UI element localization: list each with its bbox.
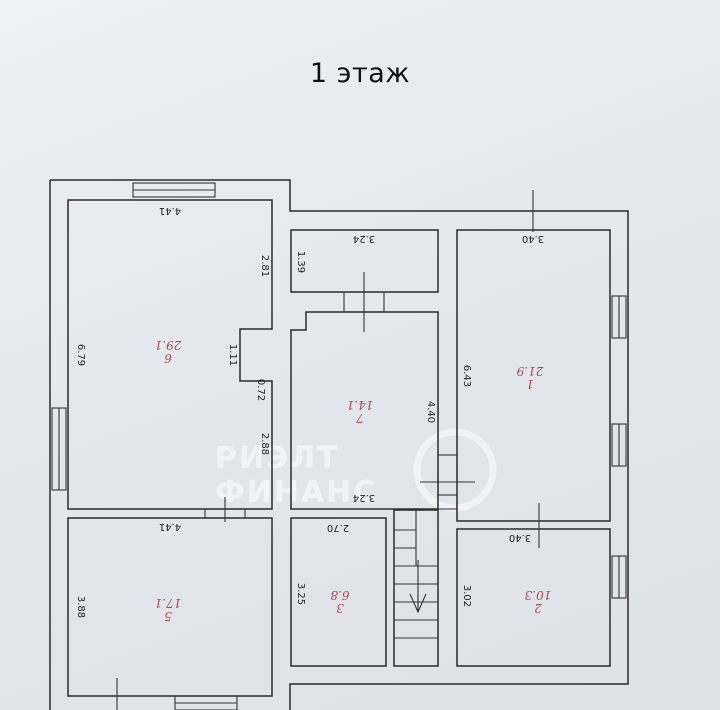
dim-r6-notch-depth: 1.11	[227, 344, 238, 366]
room-1-label: 1 21.9	[516, 364, 544, 391]
dim-small-depth: 1.39	[295, 251, 306, 273]
room-3-area: 6.8	[330, 588, 349, 602]
room-6-number: 6	[164, 351, 172, 365]
dim-r7-width: 3.24	[353, 492, 375, 503]
room-7-label: 7 14.1	[347, 398, 374, 425]
room-7-number: 7	[356, 411, 364, 425]
dim-r7-depth: 4.40	[425, 401, 436, 423]
room-7-area: 14.1	[347, 398, 374, 412]
dim-r6-notch-width: 0.72	[255, 379, 266, 401]
room-5-label: 5 17.1	[155, 596, 182, 623]
dim-r1-length: 6.43	[461, 365, 472, 387]
room-labels: 6 29.1 7 14.1 1 21.9 5 17.1 3 6.8 2 10.3	[155, 338, 552, 623]
watermark: РИЭЛТ ФИНАНС	[215, 428, 497, 512]
room-3-number: 3	[336, 601, 344, 615]
dim-r3-length: 3.25	[295, 583, 306, 605]
dimension-labels: 4.41 6.79 2.81 1.11 0.72 2.88 3.24 1.39 …	[75, 205, 544, 618]
room-3-outline	[290, 517, 387, 667]
dim-small-width: 3.24	[353, 233, 375, 244]
dim-r5-length: 3.88	[75, 596, 86, 618]
watermark-line2: ФИНАНС	[215, 475, 377, 510]
dim-r2-length: 3.02	[461, 585, 472, 607]
room-3-label: 3 6.8	[330, 588, 349, 615]
room-2-outline	[456, 528, 611, 667]
windows	[51, 182, 627, 710]
room-1-number: 1	[526, 377, 534, 391]
watermark-line1: РИЭЛТ	[215, 441, 340, 476]
dim-r2-width: 3.40	[509, 532, 531, 543]
watermark-logo-icon	[413, 428, 497, 512]
floor-title: 1 этаж	[309, 58, 411, 89]
room-1-area: 21.9	[516, 364, 544, 378]
dim-r3-width: 2.70	[327, 522, 349, 533]
room-5-outline	[67, 517, 273, 697]
dim-r1-width: 3.40	[522, 233, 544, 244]
staircase	[393, 509, 439, 667]
dim-r6-length: 6.79	[75, 344, 86, 366]
dim-r6-right-lower: 2.88	[259, 433, 270, 455]
room-5-area: 17.1	[155, 596, 182, 610]
room-6-area: 29.1	[155, 338, 183, 352]
room-5-number: 5	[164, 609, 172, 623]
room-2-area: 10.3	[524, 588, 551, 602]
dim-r6-width: 4.41	[159, 205, 181, 216]
doors	[116, 190, 540, 710]
dim-r5-width: 4.41	[159, 521, 181, 532]
outer-wall	[49, 179, 629, 710]
room-6-label: 6 29.1	[155, 338, 183, 365]
stair-arrow-icon	[409, 560, 427, 614]
dim-r6-right-upper: 2.81	[259, 255, 270, 277]
room-2-label: 2 10.3	[524, 588, 551, 615]
room-6-outline	[67, 199, 273, 510]
room-2-number: 2	[534, 601, 543, 615]
